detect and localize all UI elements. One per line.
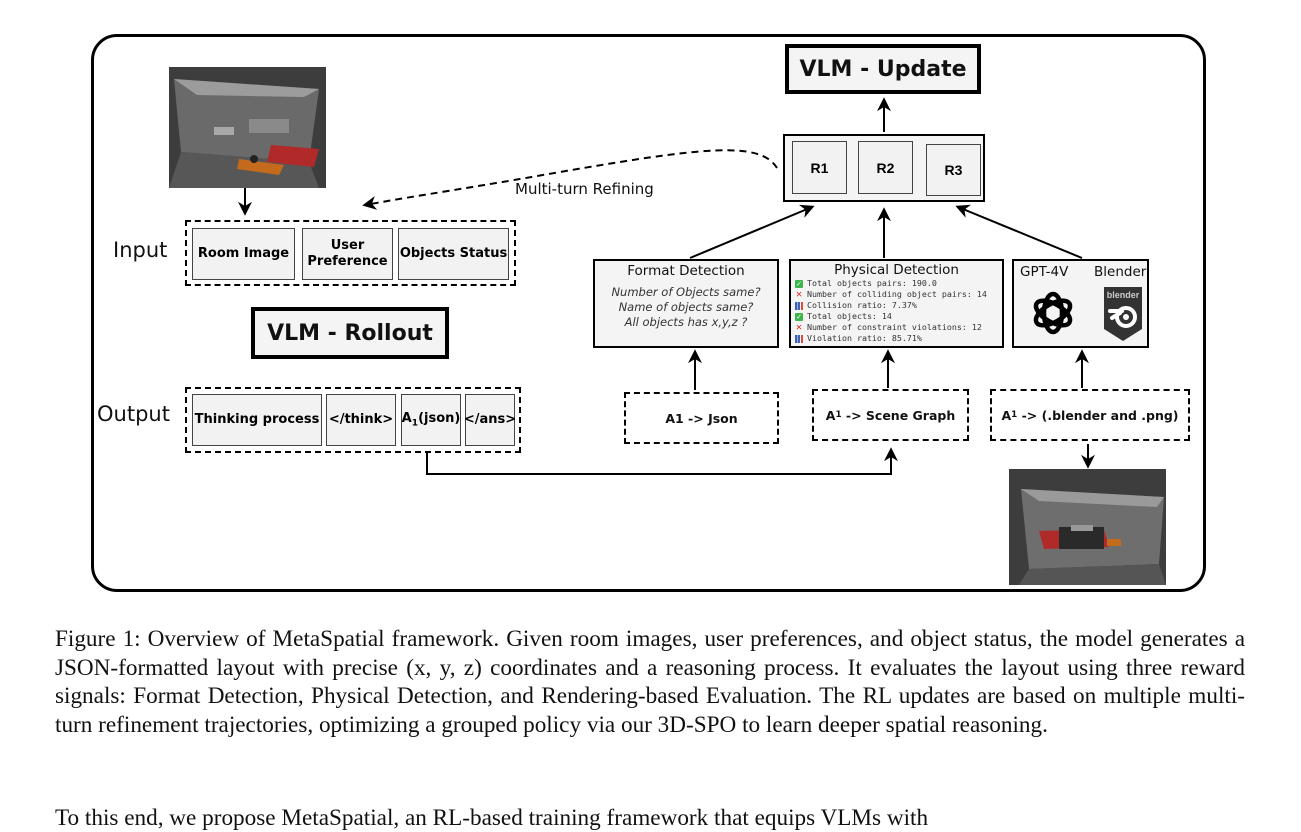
physical-line-text: Number of colliding object pairs: 14	[807, 289, 987, 299]
reward-r1: R1	[792, 141, 847, 194]
physical-line-text: Number of constraint violations: 12	[807, 322, 982, 332]
check-icon: ✓	[795, 311, 803, 321]
blender-logo-text: blender	[1107, 290, 1140, 300]
input-user-preference: User Preference	[302, 228, 393, 280]
physical-line-text: Total objects: 14	[807, 311, 892, 321]
reward-r2: R2	[858, 141, 913, 194]
gpt4v-label: GPT-4V	[1020, 264, 1069, 280]
format-check-line: Name of objects same?	[618, 300, 754, 314]
blender-text: -> (.blender and .png)	[1021, 407, 1179, 423]
format-detection-title: Format Detection	[627, 263, 745, 279]
figure-caption: Figure 1: Overview of MetaSpatial framew…	[55, 626, 1245, 738]
output-think-tag: </think>	[326, 394, 396, 446]
physical-detection-title: Physical Detection	[834, 262, 959, 278]
output-group	[185, 387, 521, 453]
blender-logo-icon: blender	[1104, 287, 1142, 341]
rendered-room-output	[1009, 469, 1166, 585]
physical-line: ✓ Total objects pairs: 190.0	[795, 278, 998, 289]
physical-line: ✕ Number of constraint violations: 12	[795, 322, 998, 333]
render-eval-panel: GPT-4V Blender blender	[1012, 259, 1149, 348]
scene-graph-sub: 1	[835, 410, 842, 420]
cross-icon: ✕	[795, 321, 803, 333]
input-label: Input	[113, 238, 168, 262]
format-check-line: Number of Objects same?	[611, 285, 761, 299]
physical-line-text: Total objects pairs: 190.0	[807, 278, 937, 288]
vlm-rollout-box: VLM - Rollout	[251, 307, 449, 359]
scene-graph-text: -> Scene Graph	[845, 407, 956, 423]
physical-line: Collision ratio: 7.37%	[795, 300, 998, 311]
a1-json-text: A1(json)	[401, 410, 461, 429]
input-objects-status: Objects Status	[398, 228, 509, 280]
physical-line: Violation ratio: 85.71%	[795, 333, 998, 344]
output-thinking: Thinking process	[192, 394, 322, 446]
figure-frame	[91, 34, 1206, 592]
input-group	[185, 220, 516, 286]
physical-line-text: Collision ratio: 7.37%	[807, 300, 917, 310]
blender-sub: 1	[1011, 410, 1018, 420]
physical-line: ✓ Total objects: 14	[795, 311, 998, 322]
room-image-input	[169, 67, 326, 188]
check-icon: ✓	[795, 278, 803, 288]
format-detection-panel: Format Detection Number of Objects same?…	[593, 259, 779, 348]
cross-icon: ✕	[795, 288, 803, 300]
output-ans-tag: </ans>	[464, 394, 516, 446]
openai-logo-icon	[1033, 291, 1073, 335]
physical-line-text: Violation ratio: 85.71%	[807, 333, 922, 343]
scene-graph-a: A	[825, 407, 836, 423]
vlm-update-box: VLM - Update	[785, 44, 981, 94]
input-room-image: Room Image	[192, 228, 295, 280]
physical-line: ✕ Number of colliding object pairs: 14	[795, 289, 998, 300]
blender-a: A	[1001, 407, 1012, 423]
bar-chart-icon	[795, 334, 803, 343]
output-label: Output	[97, 402, 170, 426]
refine-label: Multi-turn Refining	[515, 180, 654, 198]
format-check-line: All objects has x,y,z ?	[624, 315, 748, 329]
physical-detection-panel: Physical Detection ✓ Total objects pairs:…	[789, 259, 1004, 348]
reward-r3: R3	[926, 144, 981, 196]
json-conversion-box: A1 -> Json	[624, 392, 779, 444]
bar-chart-icon	[795, 301, 803, 310]
blender-label: Blender	[1094, 264, 1147, 280]
output-a1-json: A1(json)	[401, 394, 461, 446]
